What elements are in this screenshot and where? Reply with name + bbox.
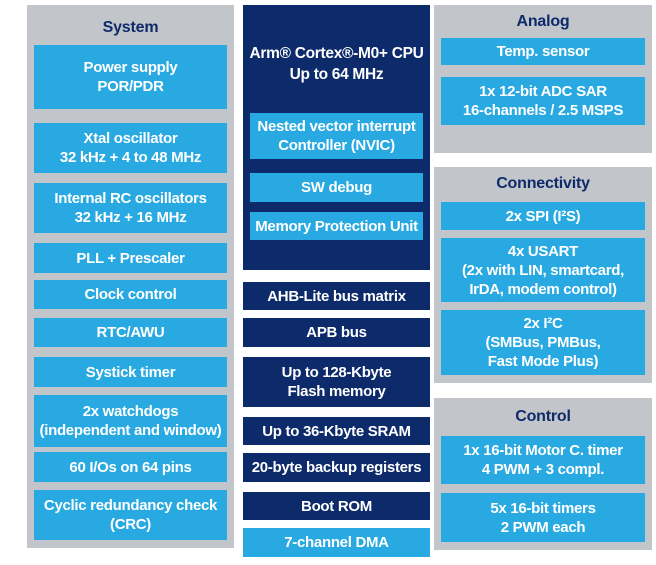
cpu-block: Arm® Cortex®-M0+ CPU Up to 64 MHz Nested… [243, 5, 430, 270]
block-ahb-bus-matrix: AHB-Lite bus matrix [243, 282, 430, 310]
block-rtc-awu: RTC/AWU [34, 318, 227, 347]
block-usart: 4x USART (2x with LIN, smartcard, IrDA, … [441, 238, 645, 302]
block-crc: Cyclic redundancy check (CRC) [34, 490, 227, 540]
block-dma: 7-channel DMA [243, 528, 430, 557]
block-backup-registers: 20-byte backup registers [243, 453, 430, 482]
block-pll-prescaler: PLL + Prescaler [34, 243, 227, 273]
block-systick-timer: Systick timer [34, 357, 227, 387]
block-motor-timer: 1x 16-bit Motor C. timer 4 PWM + 3 compl… [441, 436, 645, 484]
block-nvic: Nested vector interrupt Controller (NVIC… [250, 113, 423, 159]
block-spi: 2x SPI (I²S) [441, 202, 645, 230]
block-xtal-oscillator: Xtal oscillator 32 kHz + 4 to 48 MHz [34, 123, 227, 173]
block-sw-debug: SW debug [250, 173, 423, 202]
block-watchdogs: 2x watchdogs (independent and window) [34, 395, 227, 447]
block-i2c: 2x I²C (SMBus, PMBus, Fast Mode Plus) [441, 310, 645, 375]
block-temp-sensor: Temp. sensor [441, 38, 645, 65]
control-panel: Control 1x 16-bit Motor C. timer 4 PWM +… [434, 398, 652, 550]
block-ios: 60 I/Os on 64 pins [34, 452, 227, 482]
system-panel: System Power supply POR/PDR Xtal oscilla… [27, 5, 234, 548]
analog-panel: Analog Temp. sensor 1x 12-bit ADC SAR 16… [434, 5, 652, 153]
block-power-supply: Power supply POR/PDR [34, 45, 227, 109]
block-adc: 1x 12-bit ADC SAR 16-channels / 2.5 MSPS [441, 77, 645, 125]
block-sram: Up to 36-Kbyte SRAM [243, 417, 430, 445]
analog-title: Analog [516, 13, 570, 30]
block-clock-control: Clock control [34, 280, 227, 309]
cpu-title: Arm® Cortex®-M0+ CPU Up to 64 MHz [249, 45, 424, 83]
block-internal-rc-oscillators: Internal RC oscillators 32 kHz + 16 MHz [34, 183, 227, 233]
block-timers: 5x 16-bit timers 2 PWM each [441, 493, 645, 542]
block-mpu: Memory Protection Unit [250, 212, 423, 240]
block-boot-rom: Boot ROM [243, 492, 430, 520]
block-flash-memory: Up to 128-Kbyte Flash memory [243, 357, 430, 407]
connectivity-title: Connectivity [496, 175, 590, 192]
control-title: Control [515, 408, 571, 425]
connectivity-panel: Connectivity 2x SPI (I²S) 4x USART (2x w… [434, 167, 652, 383]
block-apb-bus: APB bus [243, 318, 430, 347]
system-title: System [102, 19, 159, 36]
